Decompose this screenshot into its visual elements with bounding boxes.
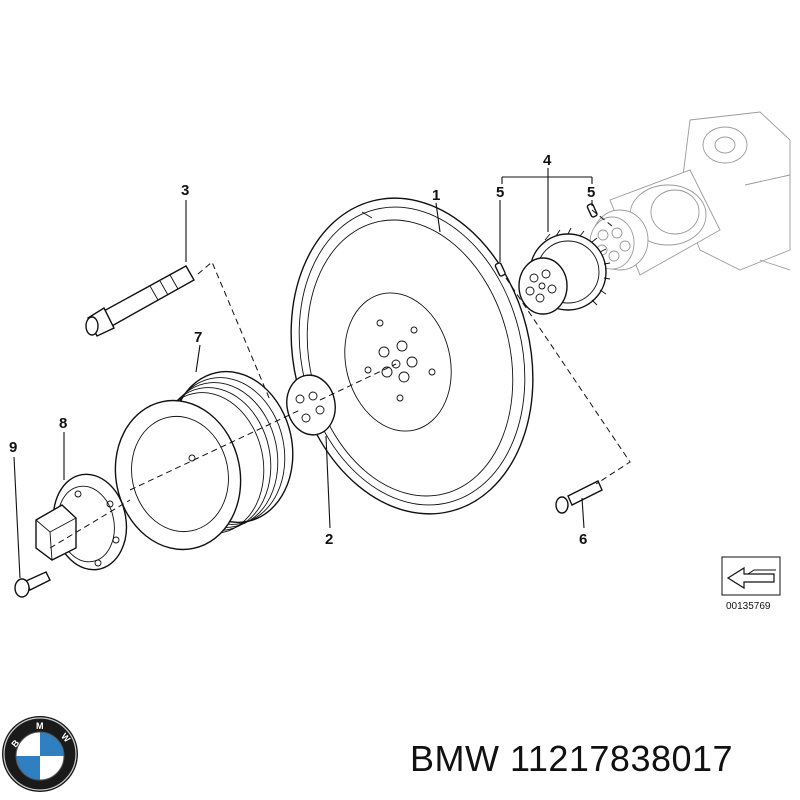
callout-8: 8	[59, 415, 67, 432]
hub	[35, 473, 128, 571]
callout-5-left: 5	[496, 184, 504, 201]
flywheel	[290, 197, 534, 515]
callout-3: 3	[181, 182, 189, 199]
callout-7: 7	[194, 329, 202, 346]
diagram-ref-number: 00135769	[726, 601, 771, 612]
svg-text:B: B	[9, 737, 21, 749]
bmw-logo: B M W	[2, 716, 78, 792]
crankshaft-illustration	[589, 111, 791, 276]
callout-4: 4	[543, 152, 552, 169]
long-bolt	[85, 265, 195, 337]
callout-9: 9	[9, 439, 17, 456]
svg-text:M: M	[36, 721, 44, 731]
washer	[286, 374, 336, 436]
callout-5-right: 5	[587, 184, 595, 201]
direction-arrow-icon	[726, 566, 775, 590]
leader-lines	[13, 168, 593, 579]
part-number-caption: BMW 11217838017	[410, 738, 734, 779]
diagram-reference: 00135769	[721, 556, 781, 612]
callout-1: 1	[432, 187, 440, 204]
small-bolt	[14, 571, 51, 598]
callout-2: 2	[325, 531, 333, 548]
assembly-lines	[49, 209, 631, 549]
short-bolt	[555, 480, 603, 514]
crank-gear	[518, 227, 611, 315]
callout-numbers: 1 2 3 4 5 5 6 7 8 9	[9, 152, 595, 548]
dowel-pin-left	[494, 262, 506, 277]
belt-pulley	[114, 370, 294, 551]
callout-6: 6	[579, 531, 587, 548]
